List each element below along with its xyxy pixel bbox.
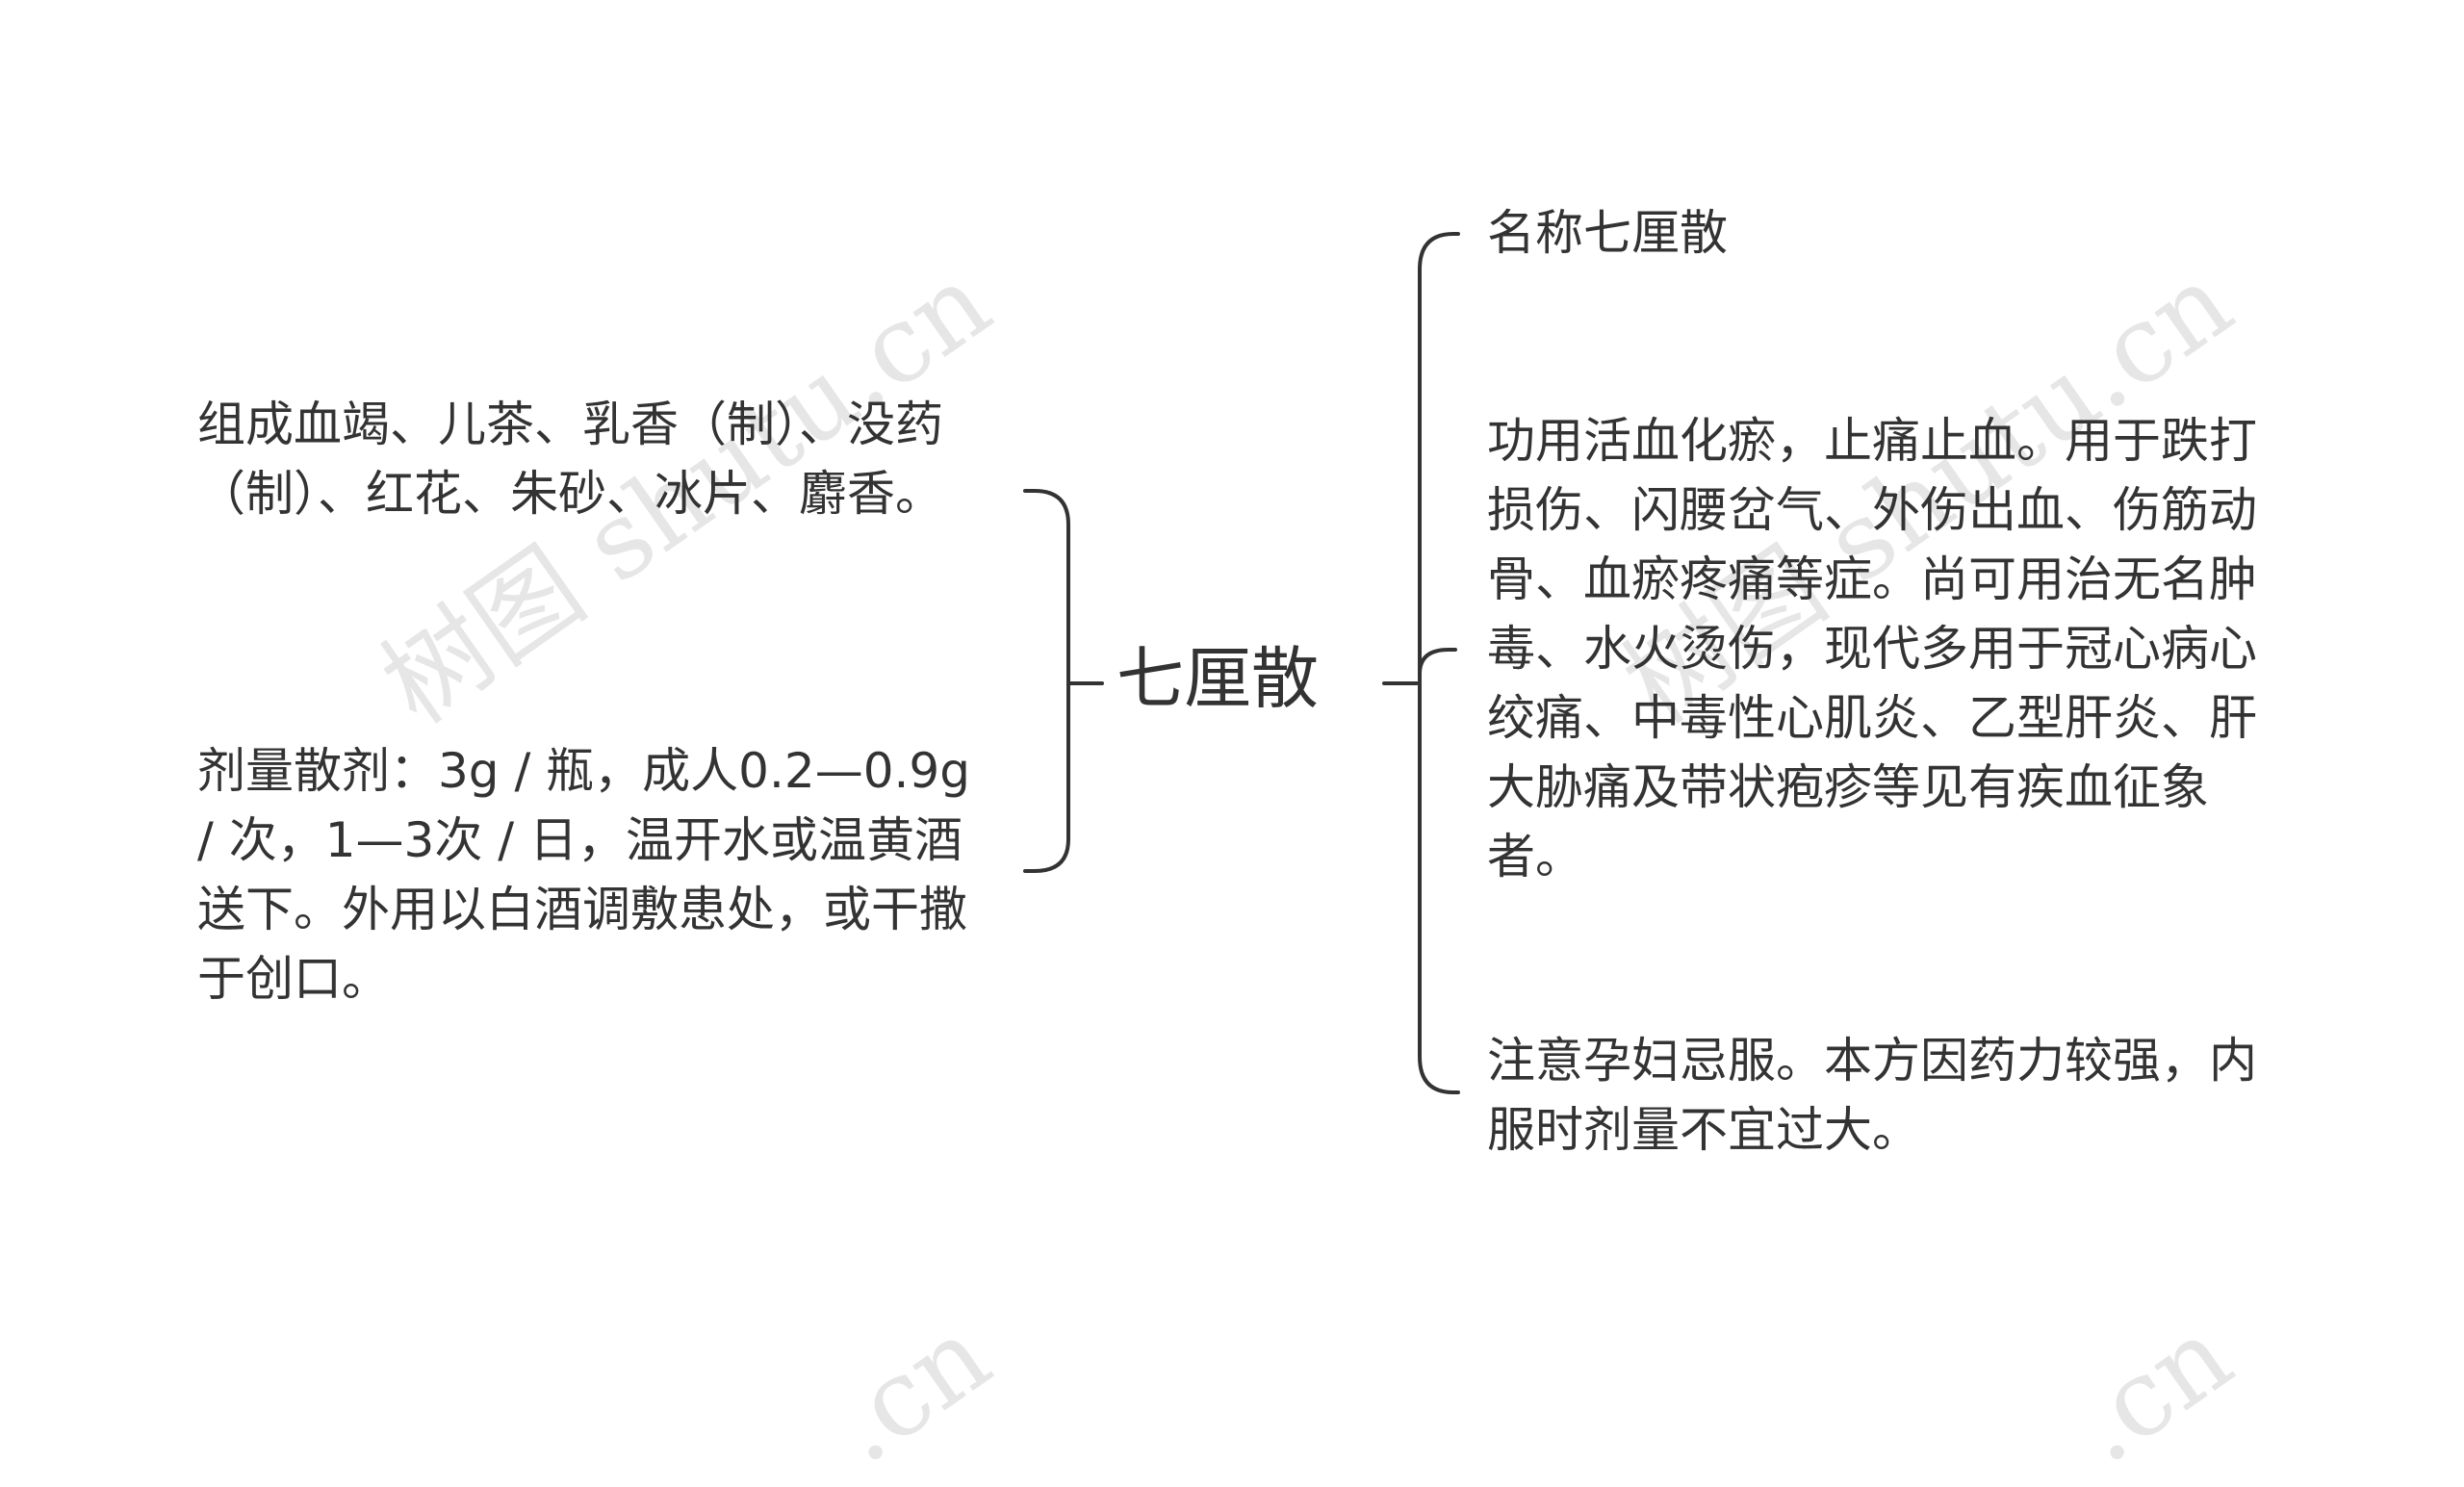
node-name[interactable]: 名称七厘散 [1487, 205, 1728, 261]
bracket-left [1033, 489, 1070, 873]
node-composition[interactable]: 组成血竭、儿茶、乳香（制）、没药（制）、红花、朱砂、冰片、麝香。 [197, 397, 943, 522]
bracket-right [1418, 232, 1455, 1094]
node-function[interactable]: 功用活血化瘀，止痛止血。用于跌打损伤、闪腰岔气、外伤出血、伤筋动骨、血瘀疼痛等症… [1487, 413, 2257, 885]
node-dosage[interactable]: 剂量散剂：3g / 瓶，成人0.2—0.9g / 次，1—3次 / 日，温开水或… [197, 743, 970, 1007]
mind-map-canvas: 树图 shutu.cn 树图 shutu.cn .cn .cn 七厘散 组成血竭… [197, 205, 2257, 1487]
connector-right-function [1418, 648, 1457, 676]
node-caution[interactable]: 注意孕妇忌服。本方因药力较强，内服时剂量不宜过大。 [1487, 1033, 2257, 1158]
central-topic[interactable]: 七厘散 [1116, 639, 1319, 718]
connector-lines [1023, 232, 1460, 1094]
